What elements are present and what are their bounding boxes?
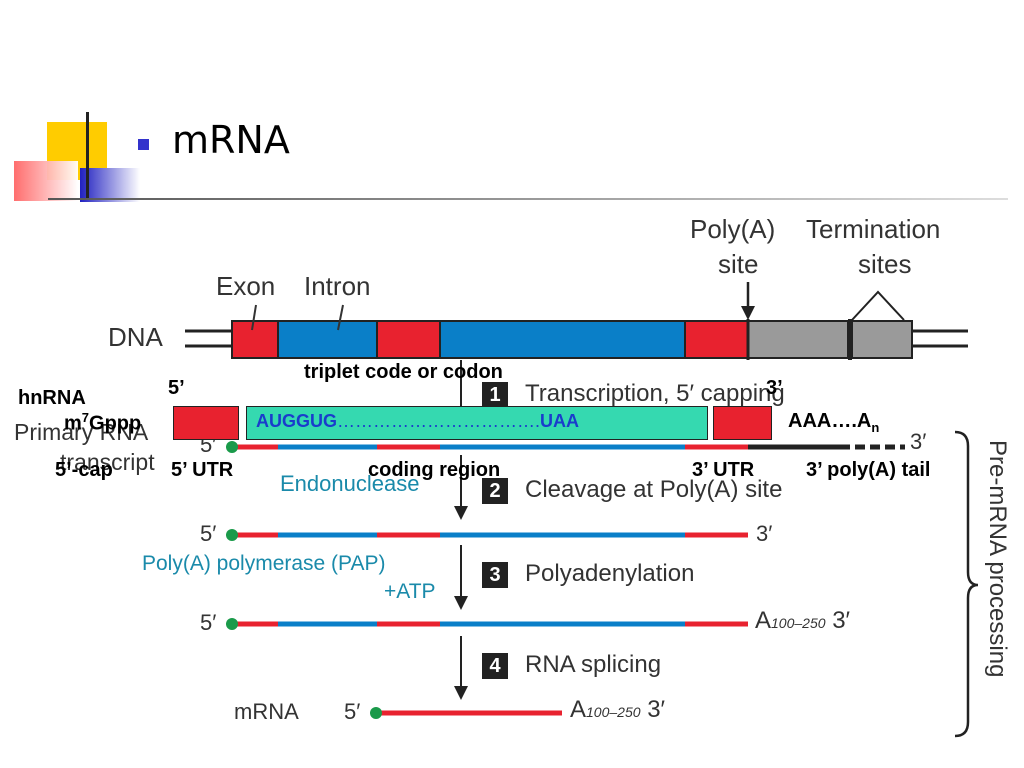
pap-label: Poly(A) polymerase (PAP) [142,552,386,575]
five-cap-label: 5’-cap [55,459,113,481]
polya-annotation: AAA….An [788,410,880,435]
endonuclease-label: Endonuclease [280,471,420,496]
atp-label: +ATP [384,580,436,603]
mrna-five-prime: 5′ [344,699,361,724]
five-utr-box [173,406,239,440]
cleaved-rna [226,529,748,541]
mature-mrna [370,707,562,719]
slide-title: mRNA [172,118,290,162]
dna-strand [185,319,968,360]
premrna-bracket [954,430,979,738]
decor-red-bar [14,161,78,201]
polya-five-prime: 5′ [200,610,217,635]
exon-pointer [251,304,257,331]
dna-intron-1 [277,320,378,359]
step-3-text: Polyadenylation [525,560,695,587]
five-utr-label: 5’ UTR [171,459,234,481]
hnrna-label: hnRNA [18,387,86,409]
bullet-icon [138,139,149,150]
step-2-text: Cleavage at Poly(A) site [525,476,783,503]
cleaved-five-prime: 5′ [200,521,217,546]
polya-site-label: Poly(A) [690,214,776,244]
coding-region-box [246,406,708,440]
step-1-text: Transcription, 5′ capping [525,380,785,407]
coding-sequence-text: AUGGUG…………………………….UAA [256,411,580,431]
polya-tail-annotation: 3’ poly(A) tail [806,459,931,481]
dna-exon-2 [376,320,441,359]
polya-tail-label: A100–250 3′ [755,607,851,634]
mrna-label: mRNA [234,699,299,724]
cleaved-three-prime: 3′ [756,521,773,546]
decor-vertical-line [86,112,89,200]
step-2-badge: 2 [482,478,508,504]
five-end-label: 5’ [168,377,185,399]
transcript-label: transcript [60,449,155,475]
step-3-badge: 3 [482,562,508,588]
polya-site-label-2: site [718,249,759,279]
step-4-text: RNA splicing [525,651,662,678]
triplet-label: triplet code or codon [304,361,503,383]
primary-transcript [226,441,905,453]
intron-pointer [337,304,344,331]
premrna-processing-label: Pre-mRNA processing [984,440,1011,678]
intron-label: Intron [304,271,371,301]
dna-flank-1 [747,320,849,359]
step-1-badge: 1 [482,382,508,408]
primary-three-prime: 3′ [910,429,927,454]
termination-caret [851,290,905,321]
dna-flank-2 [851,320,913,359]
dna-exon-1 [231,320,279,359]
primary-rna-label: Primary RNA [14,419,149,445]
dna-label: DNA [108,322,163,352]
dna-intron-2 [439,320,686,359]
three-end-label: 3’ [766,377,783,399]
termination-label-2: sites [858,249,912,279]
three-utr-label: 3’ UTR [692,459,755,481]
exon-label: Exon [216,271,276,301]
step-4-badge: 4 [482,653,508,679]
polyadenylated-rna [226,618,748,630]
title-divider [48,198,1008,200]
cap-label: m7Gppp [64,410,142,435]
decor-blue-bar [80,168,140,202]
termination-label: Termination [806,214,941,244]
dna-exon-3 [684,320,749,359]
three-utr-box [713,406,772,440]
coding-region-label: coding region [368,459,501,481]
mrna-polya-label: A100–250 3′ [570,696,666,723]
